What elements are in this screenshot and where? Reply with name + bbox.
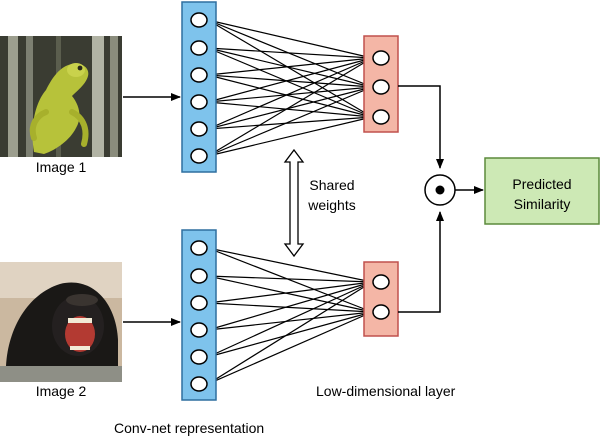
edge-top-2-1 [207,74,373,88]
edge-top-5-2 [207,116,373,157]
edge-top-4-2 [207,116,373,130]
edge-bottom-5-0 [207,281,373,385]
convnet-top-node-2 [190,67,208,83]
convnet-top-node-1 [190,40,208,56]
double-arrow-icon [283,148,305,258]
connection-edges [207,19,373,385]
edge-top-2-2 [207,74,373,118]
edge-bottom-4-0 [207,281,373,358]
edge-bottom-4-1 [207,311,373,358]
dot-product-icon [424,174,456,206]
output-label-line2: Similarity [514,196,571,212]
edge-top-5-1 [207,86,373,157]
edge-top-0-2 [207,19,373,118]
shared-weights-label-line2: weights [307,197,355,213]
low-dim-top-node-2 [372,109,390,125]
edge-bottom-3-1 [207,311,373,331]
edge-bottom-1-1 [207,275,373,313]
edge-bottom-2-1 [207,302,373,313]
low-dim-top-node-1 [372,79,390,95]
edge-top-3-0 [207,57,373,103]
top-branch-arrow [398,85,444,169]
convnet-top-node-3 [190,94,208,110]
low-dim-bottom-node-0 [372,274,390,290]
edge-top-1-1 [207,47,373,88]
shared-weights-label-line1: Shared [309,177,354,193]
low-dim-layer-label: Low-dimensional layer [316,383,456,399]
edge-bottom-3-0 [207,281,373,331]
edge-top-0-0 [207,19,373,59]
edge-top-3-1 [207,86,373,103]
image-2-label: Image 2 [36,383,87,399]
output-label-line1: Predicted [512,176,571,192]
bottom-branch-arrow [398,211,444,313]
edge-bottom-1-0 [207,275,373,283]
convnet-nodes-bottom [190,240,208,392]
image-2-thumbnail [0,262,122,382]
low-dim-nodes-bottom [372,274,390,320]
low-dim-box-bottom [363,261,399,337]
edge-top-1-2 [207,47,373,118]
image-1-thumbnail [0,36,122,157]
edge-top-2-0 [207,57,373,76]
convnet-representation-label: Conv-net representation [114,420,264,436]
predicted-similarity-box [484,157,600,225]
edge-bottom-2-0 [207,281,373,304]
edge-bottom-0-0 [207,247,373,283]
low-dim-top-node-0 [372,50,390,66]
convnet-bottom-node-3 [190,322,208,338]
convnet-top-node-4 [190,121,208,137]
edge-top-4-1 [207,86,373,130]
edge-bottom-0-1 [207,247,373,313]
convnet-top-node-0 [190,12,208,28]
low-dim-nodes-top [372,50,390,125]
edge-top-5-0 [207,57,373,157]
edge-bottom-5-1 [207,311,373,385]
image-1-label: Image 1 [36,159,87,175]
edge-top-1-0 [207,47,373,59]
convnet-column-bottom [181,229,217,401]
convnet-bottom-node-4 [190,349,208,365]
convnet-bottom-node-1 [190,268,208,284]
edge-top-3-2 [207,101,373,118]
convnet-bottom-node-2 [190,295,208,311]
convnet-nodes-top [190,12,208,164]
convnet-bottom-node-0 [190,240,208,256]
low-dim-bottom-node-1 [372,304,390,320]
convnet-column-top [181,1,217,173]
edge-top-4-0 [207,57,373,130]
convnet-bottom-node-5 [190,376,208,392]
convnet-top-node-5 [190,148,208,164]
